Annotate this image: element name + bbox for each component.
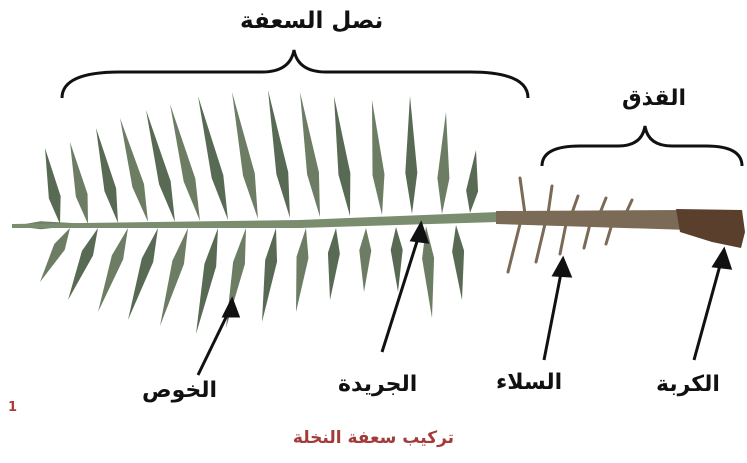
leaflet bbox=[466, 150, 478, 213]
spine bbox=[520, 178, 525, 214]
label-midrib: الجريدة bbox=[338, 372, 417, 397]
leaflet bbox=[68, 228, 98, 300]
label-leaflets: الخوص bbox=[142, 378, 217, 403]
leaflets-group bbox=[14, 90, 478, 334]
leaflet bbox=[232, 92, 258, 219]
figure-caption: تركيب سعفة النخلة bbox=[0, 428, 747, 448]
label-base: الكربة bbox=[656, 372, 720, 397]
leaflet bbox=[45, 148, 61, 224]
leaflet bbox=[146, 110, 175, 222]
leaflet bbox=[98, 228, 128, 312]
leaflet bbox=[300, 92, 320, 217]
arrow-base bbox=[694, 258, 722, 360]
spine bbox=[560, 224, 566, 254]
leaflet bbox=[452, 225, 464, 300]
leaflet bbox=[198, 96, 228, 220]
spine bbox=[536, 224, 545, 262]
label-spines: السلاء bbox=[496, 370, 562, 395]
leaflet bbox=[372, 100, 384, 215]
leaflet bbox=[128, 228, 158, 320]
spine bbox=[548, 186, 552, 214]
frond-base bbox=[676, 209, 745, 248]
leaflet bbox=[437, 112, 449, 214]
leaflet bbox=[40, 228, 70, 282]
figure-number: 1 bbox=[8, 400, 17, 415]
leaflet bbox=[196, 228, 218, 334]
leaflet bbox=[296, 228, 308, 312]
spine bbox=[508, 224, 520, 272]
leaflet bbox=[359, 228, 371, 292]
label-petiole: القذق bbox=[622, 86, 686, 111]
leaflet bbox=[70, 142, 88, 224]
leaflet bbox=[262, 228, 277, 322]
arrowhead-spines bbox=[554, 259, 570, 276]
leaflet bbox=[328, 228, 340, 300]
leaflet bbox=[405, 96, 417, 214]
leaflet bbox=[96, 128, 118, 223]
leaflet bbox=[391, 227, 403, 292]
arrowhead-midrib bbox=[412, 224, 427, 242]
leaflet bbox=[160, 228, 188, 326]
blade-brace bbox=[62, 50, 528, 98]
leaflet bbox=[268, 90, 290, 218]
spine bbox=[572, 196, 578, 213]
leaflet bbox=[120, 118, 148, 222]
petiole-brace bbox=[542, 126, 742, 166]
arrow-spines bbox=[544, 268, 562, 360]
arrowhead-base bbox=[714, 250, 730, 268]
leaflet bbox=[334, 96, 350, 216]
spine bbox=[584, 224, 590, 248]
leaflet bbox=[170, 104, 200, 221]
label-blade: نصل السعفة bbox=[240, 8, 383, 34]
arrowhead-leaflets bbox=[224, 300, 238, 316]
